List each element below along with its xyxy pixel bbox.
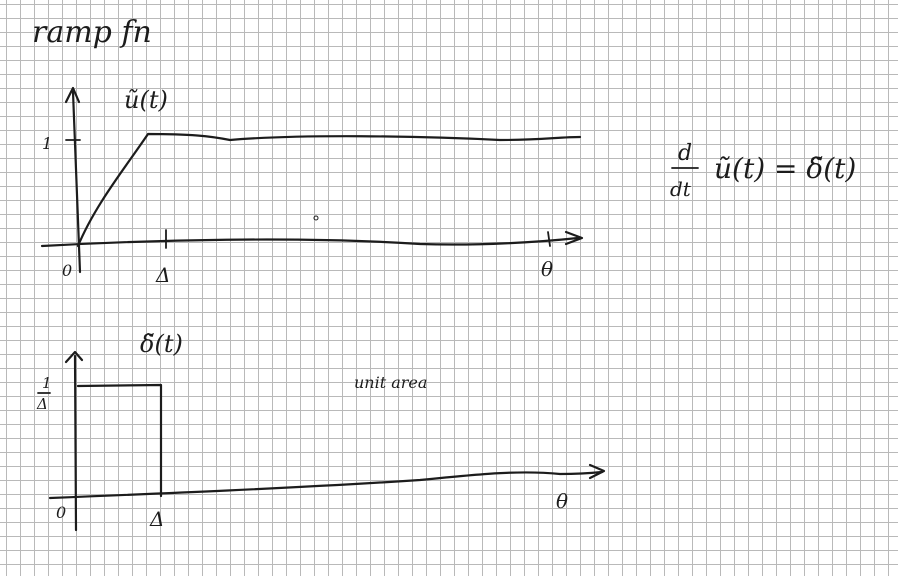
pulse-y-axis: [73, 354, 78, 532]
ramp-curve: [76, 132, 582, 248]
ramp-label: ũ(t): [124, 86, 168, 114]
pulse-x-axis: [48, 470, 604, 500]
equation-denominator: dt: [670, 177, 692, 201]
page-heading: ramp fn: [32, 15, 152, 50]
equation-expression: ũ(t) = δ̃(t): [714, 152, 856, 185]
ramp-tick-one-label: 1: [42, 134, 52, 153]
pulse-end-label: θ: [556, 489, 568, 513]
ramp-tick-end: [547, 231, 551, 247]
equation-numerator: d: [678, 141, 692, 166]
pulse-tick-numerator: 1: [42, 374, 52, 392]
derivative-equation: d dt ũ(t) = δ̃(t): [670, 141, 856, 201]
pulse-x-axis-arrowhead: [588, 463, 606, 480]
pulse-origin-label: 0: [56, 503, 66, 522]
ramp-end-label: θ: [541, 257, 553, 281]
pulse-delta-label: Δ: [149, 507, 164, 531]
ramp-delta-label: Δ: [155, 263, 170, 287]
pulse-curve: [76, 383, 163, 498]
stray-dot: [313, 215, 319, 221]
ramp-x-axis: [40, 236, 580, 248]
ramp-y-axis-arrowhead: [64, 86, 81, 104]
ramp-origin-label: 0: [62, 261, 72, 280]
pulse-label: δ̃(t): [140, 330, 183, 358]
pulse-plot: δ̃(t) 1 Δ 0 Δ θ unit area: [36, 330, 606, 532]
pulse-tick-denominator: Δ: [36, 395, 48, 413]
ramp-x-axis-arrowhead: [564, 230, 584, 246]
pulse-area-note: unit area: [354, 373, 427, 392]
pulse-y-axis-arrowhead: [64, 350, 84, 364]
ramp-plot: ũ(t) 1 0 Δ θ: [40, 86, 584, 287]
